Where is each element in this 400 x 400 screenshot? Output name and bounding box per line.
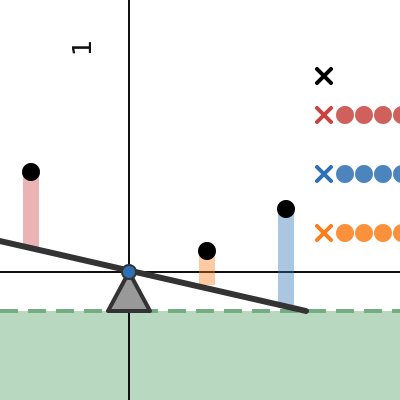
x-icon (315, 165, 333, 183)
blue-marker-row (315, 165, 400, 183)
x-icon (315, 67, 333, 85)
red-marker-row (315, 106, 400, 124)
marker-dot (355, 106, 373, 124)
marker-dot (374, 165, 392, 183)
blue-weight-head[interactable] (277, 200, 295, 218)
orange-weight-head[interactable] (198, 242, 216, 260)
y-axis-tick-label: 1 (68, 40, 98, 57)
marker-dot (336, 106, 354, 124)
red-weight-head[interactable] (22, 163, 40, 181)
marker-dot (336, 165, 354, 183)
marker-dot (374, 224, 392, 242)
marker-dot (336, 224, 354, 242)
blue-weight-stem (278, 209, 294, 307)
marker-dot (393, 224, 400, 242)
x-icon (315, 106, 333, 124)
marker-dot (355, 224, 373, 242)
seesaw-beam[interactable] (0, 238, 309, 314)
orange-marker-row (315, 224, 400, 242)
fulcrum-triangle (106, 270, 152, 313)
marker-dot (393, 106, 400, 124)
pivot-point[interactable] (121, 264, 137, 280)
orange-weight-stem (199, 251, 215, 285)
ground-region (0, 311, 400, 400)
marker-dot (355, 165, 373, 183)
orange-weight[interactable] (198, 242, 216, 285)
marker-legend (315, 67, 400, 242)
red-weight[interactable] (22, 163, 40, 248)
black-marker-row (315, 67, 333, 85)
red-weight-stem (23, 172, 39, 248)
marker-dot (393, 165, 400, 183)
blue-weight[interactable] (277, 200, 295, 307)
x-icon (315, 224, 333, 242)
marker-dot (374, 106, 392, 124)
